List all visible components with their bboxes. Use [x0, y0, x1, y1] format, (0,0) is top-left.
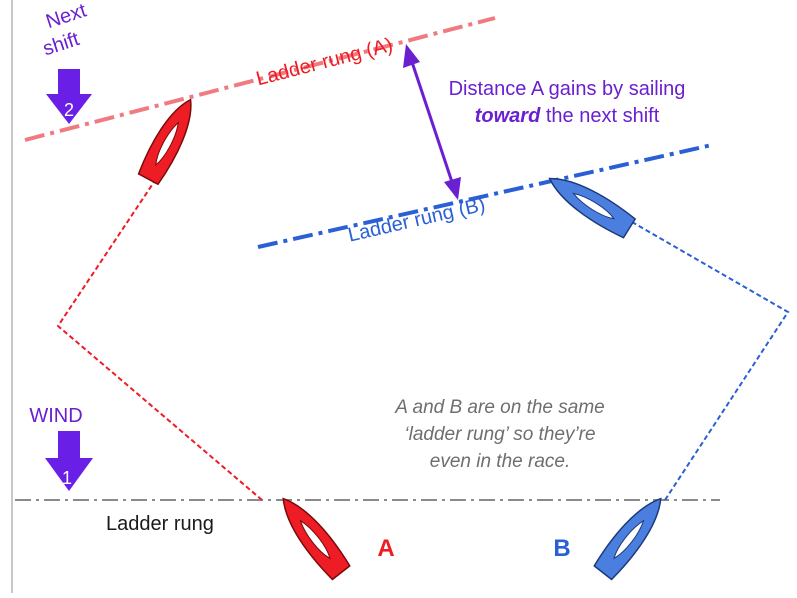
boat-a-path [56, 181, 263, 501]
wind-arrow-1-number: 1 [62, 468, 72, 488]
boat-a-top [137, 98, 192, 186]
wind-arrow-2 [46, 69, 92, 124]
boat-b-top [548, 177, 637, 239]
boat-a-label: A [377, 535, 394, 562]
distance-label-emphasis: toward [475, 105, 541, 127]
next-shift-label-line2: shift [40, 28, 82, 60]
ladder-rung-bottom-label: Ladder rung [106, 513, 214, 535]
wind-arrow-1-icon [45, 431, 93, 491]
boat-a-bottom [282, 497, 351, 581]
next-shift-label-line1: Next [43, 0, 89, 33]
ladder-rung-b-line [257, 143, 713, 249]
ladder-rung-a-line [24, 16, 496, 142]
wind-arrow-2-number: 2 [64, 100, 74, 120]
ladder-rung-a-label: Ladder rung (A) [254, 34, 395, 90]
boat-b-label: B [553, 535, 570, 562]
note-line2: ‘ladder rung’ so they’re [404, 424, 595, 445]
distance-label-line1: Distance A gains by sailing [449, 78, 686, 100]
wind-label: WIND [29, 405, 82, 427]
boat-b-bottom [593, 497, 662, 581]
distance-label-line2: toward the next shift [475, 105, 660, 127]
note-line3: even in the race. [430, 451, 570, 472]
distance-label-rest: the next shift [540, 105, 659, 127]
note-line1: A and B are on the same [394, 397, 604, 418]
distance-arrow [403, 44, 461, 200]
ladder-rung-b-label: Ladder rung (B) [346, 194, 487, 247]
boat-b-path [631, 221, 790, 501]
